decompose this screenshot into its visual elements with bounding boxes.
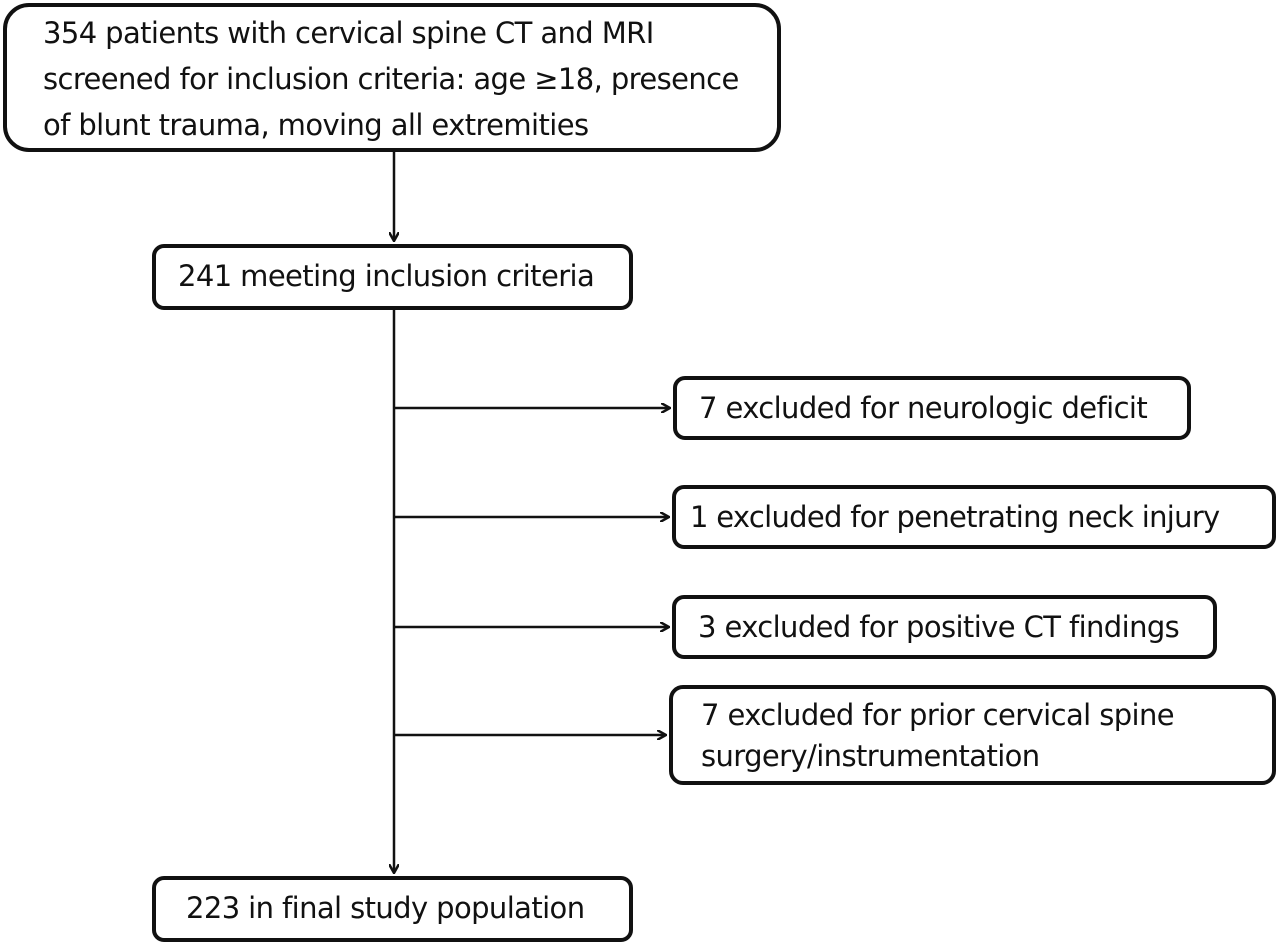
exclusion-neurologic-label: 7 excluded for neurologic deficit	[699, 391, 1148, 425]
inclusion-criteria-box: 241 meeting inclusion criteria	[152, 244, 633, 310]
screened-text-line-2: screened for inclusion criteria: age ≥18…	[43, 62, 739, 96]
exclusion-surgery-label-line-1: 7 excluded for prior cervical spine	[701, 698, 1175, 732]
screened-patients-box: 354 patients with cervical spine CT and …	[3, 3, 781, 152]
screened-text-line-3: of blunt trauma, moving all extremities	[43, 108, 589, 142]
exclusion-box-neurologic-deficit: 7 excluded for neurologic deficit	[673, 376, 1191, 440]
exclusion-box-positive-ct: 3 excluded for positive CT findings	[672, 595, 1217, 659]
final-population-label: 223 in final study population	[186, 891, 585, 925]
final-population-box: 223 in final study population	[152, 876, 633, 942]
screened-text-line-1: 354 patients with cervical spine CT and …	[43, 16, 654, 50]
exclusion-penetrating-label: 1 excluded for penetrating neck injury	[690, 500, 1220, 534]
inclusion-label: 241 meeting inclusion criteria	[178, 259, 595, 293]
exclusion-surgery-label-line-2: surgery/instrumentation	[701, 739, 1040, 773]
exclusion-box-prior-surgery: 7 excluded for prior cervical spine surg…	[669, 685, 1276, 785]
exclusion-ct-label: 3 excluded for positive CT findings	[698, 610, 1180, 644]
exclusion-box-penetrating-neck-injury: 1 excluded for penetrating neck injury	[672, 485, 1276, 549]
